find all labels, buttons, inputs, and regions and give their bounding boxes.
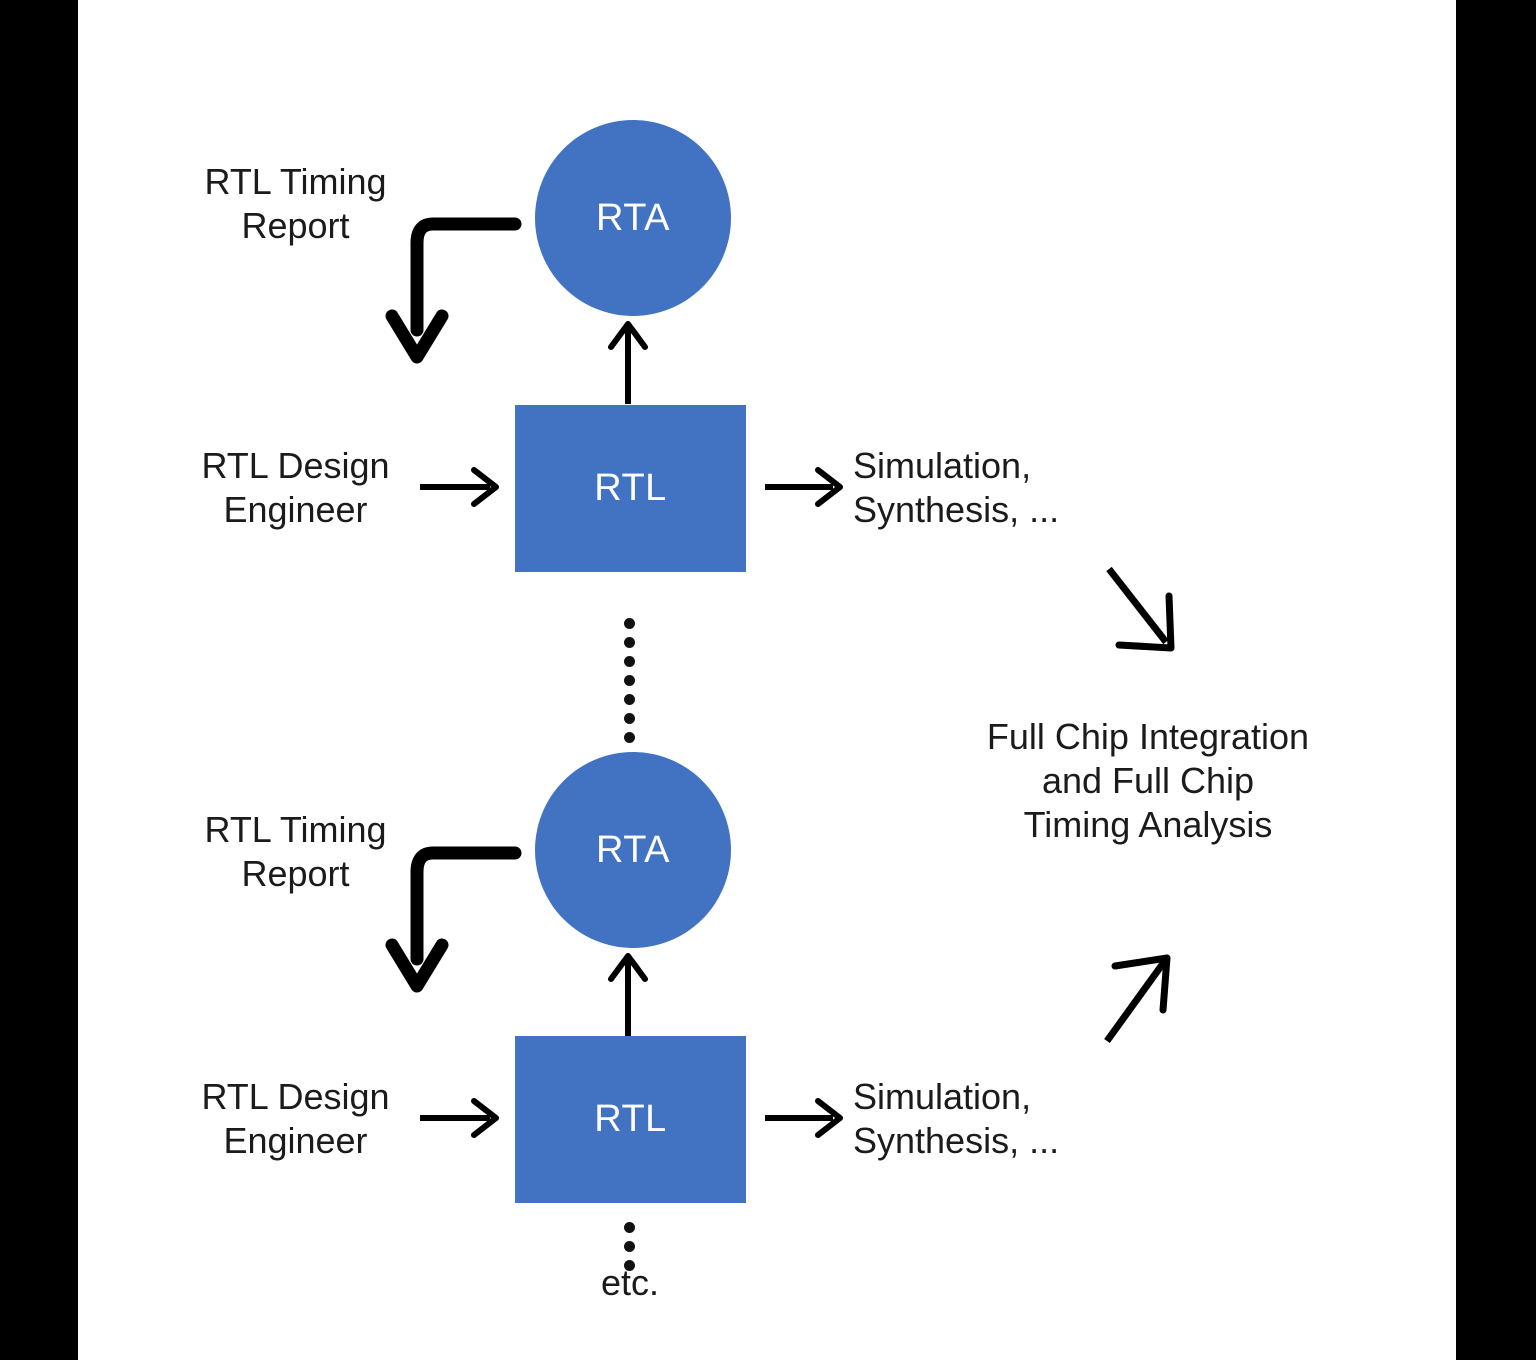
label-rtl-design-engineer-top: RTL Design Engineer (201, 445, 390, 530)
label-rtl-timing-report-top: RTL Timing Report (204, 161, 387, 246)
diagram-canvas: RTA RTL RTL Timing Report RTL Design Eng… (78, 0, 1456, 1360)
label-rtl-timing-report-bottom: RTL Timing Report (204, 809, 387, 894)
arrow-right-icon-downstream-top (765, 467, 843, 507)
node-rtl-top[interactable]: RTL (515, 405, 746, 572)
node-rtl-top-label: RTL (594, 467, 667, 509)
arrow-right-icon-engineer-top (420, 467, 499, 507)
label-simulation-synthesis-top: Simulation, Synthesis, ... (853, 445, 1060, 530)
node-rtl-bottom-label: RTL (594, 1098, 667, 1140)
node-rta-top-label: RTA (596, 196, 670, 239)
arrow-right-icon-downstream-bottom (765, 1098, 843, 1138)
arrow-up-icon-bottom (608, 953, 648, 1036)
node-rta-top[interactable]: RTA (535, 120, 731, 316)
node-rta-bottom[interactable]: RTA (535, 752, 731, 948)
label-etc: etc. (600, 1262, 660, 1303)
vertical-ellipsis-icon-between-sections (624, 618, 635, 751)
label-simulation-synthesis-bottom: Simulation, Synthesis, ... (853, 1076, 1060, 1161)
arrow-right-icon-engineer-bottom (420, 1098, 499, 1138)
label-rtl-design-engineer-bottom: RTL Design Engineer (201, 1076, 390, 1161)
arrow-diagonal-down-right-icon (1106, 566, 1175, 652)
arrow-diagonal-up-right-icon (1104, 954, 1171, 1044)
vertical-ellipsis-icon-etc (624, 1222, 635, 1279)
node-rtl-bottom[interactable]: RTL (515, 1036, 746, 1203)
arrow-up-icon-top (608, 321, 648, 404)
label-full-chip-integration: Full Chip Integration and Full Chip Timi… (986, 716, 1310, 845)
node-rta-bottom-label: RTA (596, 828, 670, 871)
